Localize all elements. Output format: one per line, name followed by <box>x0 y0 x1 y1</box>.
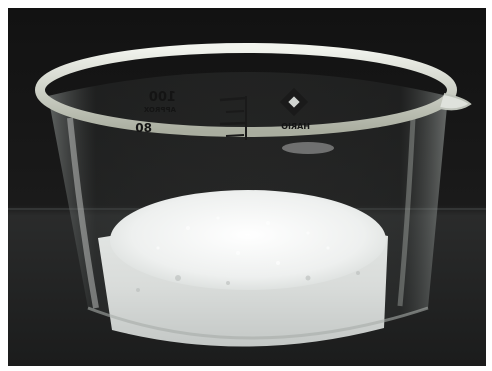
capacity-label: 100 <box>149 90 176 105</box>
beaker-spout <box>439 93 472 111</box>
beaker-base-edge <box>87 306 429 340</box>
powder-texture <box>156 216 330 265</box>
powder-shadow-texture <box>136 271 360 292</box>
brand-label: HARIO <box>281 122 310 131</box>
glass-left-highlight <box>67 117 99 309</box>
grad-80-label: 80 <box>135 121 152 135</box>
approx-label: APPROX <box>143 106 176 114</box>
glass-right-highlight <box>397 117 416 307</box>
beaker-scene: 100 APPROX 80 HARIO <box>8 8 486 366</box>
graduation-marks <box>219 96 247 140</box>
glass-glint <box>282 142 334 154</box>
photograph: 100 APPROX 80 HARIO <box>8 8 486 366</box>
powder-surface <box>110 190 386 290</box>
